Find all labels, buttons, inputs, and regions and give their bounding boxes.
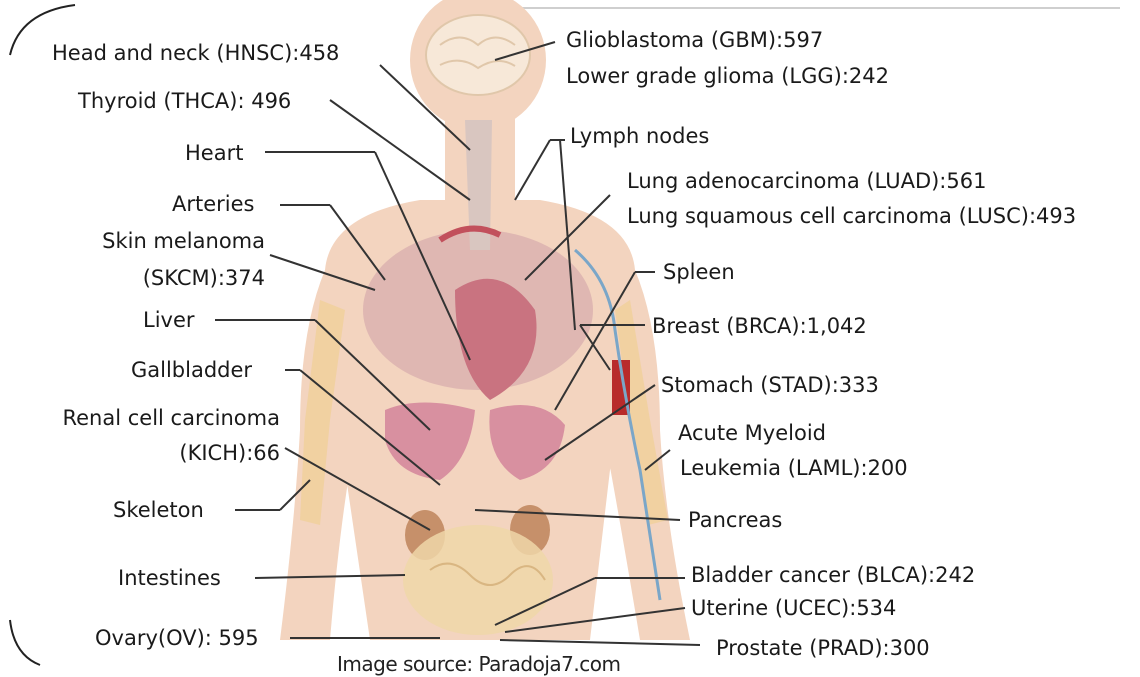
label-skcm-line2: (SKCM):374 — [143, 265, 265, 291]
label-ov: Ovary(OV): 595 — [95, 625, 259, 651]
label-arteries: Arteries — [172, 191, 254, 217]
label-spleen: Spleen — [663, 259, 735, 285]
label-luad: Lung adenocarcinoma (LUAD):561 — [627, 168, 986, 194]
label-thca: Thyroid (THCA): 496 — [78, 88, 291, 114]
label-heart: Heart — [185, 140, 243, 166]
label-blca: Bladder cancer (BLCA):242 — [691, 562, 975, 588]
label-lgg: Lower grade glioma (LGG):242 — [566, 63, 889, 89]
label-pancreas: Pancreas — [688, 507, 782, 533]
frame-arc-bottom — [10, 620, 40, 665]
label-kich-line2: (KICH):66 — [179, 440, 280, 466]
label-skeleton: Skeleton — [113, 497, 204, 523]
label-stad: Stomach (STAD):333 — [661, 372, 879, 398]
label-prad: Prostate (PRAD):300 — [716, 635, 930, 661]
label-intestines: Intestines — [118, 565, 221, 591]
intestines — [403, 525, 553, 635]
label-kich-line1: Renal cell carcinoma — [62, 405, 280, 431]
label-hnsc: Head and neck (HNSC):458 — [52, 40, 339, 66]
label-lymph-nodes: Lymph nodes — [570, 123, 709, 149]
label-gbm: Glioblastoma (GBM):597 — [566, 27, 823, 53]
label-brca: Breast (BRCA):1,042 — [652, 313, 867, 339]
label-lusc: Lung squamous cell carcinoma (LUSC):493 — [627, 203, 1076, 229]
label-ucec: Uterine (UCEC):534 — [691, 595, 896, 621]
label-gallbladder: Gallbladder — [131, 357, 252, 383]
label-laml-line1: Acute Myeloid — [678, 420, 826, 446]
image-source-caption: Image source: Paradoja7.com — [337, 652, 620, 676]
label-laml-line2: Leukemia (LAML):200 — [680, 455, 908, 481]
label-skcm-line1: Skin melanoma — [102, 228, 265, 254]
label-liver: Liver — [143, 307, 195, 333]
